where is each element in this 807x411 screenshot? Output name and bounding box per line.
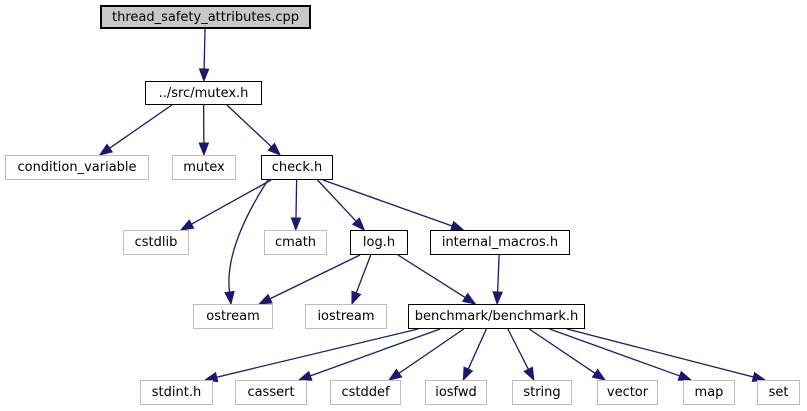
graph-node-stdint: stdint.h [140,380,213,405]
arrowhead-logh-ostream [258,293,273,305]
arrowhead-check-cmath [290,217,302,232]
arrowhead-mutexh-check [267,142,282,156]
edge-main-mutexh [198,28,210,83]
arrowhead-benchmark-vector [591,368,607,381]
arrowhead-logh-iostream [351,290,362,306]
edge-benchmark-cstddef [387,328,465,381]
edge-benchmark-cassert [297,328,441,381]
graph-node-benchmark[interactable]: benchmark/benchmark.h [408,304,585,329]
edge-intmacros-benchmark [492,254,503,306]
graph-node-cstddef: cstddef [330,380,401,405]
graph-node-logh[interactable]: log.h [350,230,408,255]
graph-node-cassert: cassert [235,380,307,405]
edge-check-ostream [224,179,269,306]
edge-benchmark-stdint [203,328,419,383]
edge-check-logh [317,179,366,232]
edge-benchmark-iosfwd [462,328,487,382]
graph-node-ostream: ostream [193,304,273,329]
graph-node-mutex: mutex [172,155,236,180]
arrowhead-mutexh-mutex [198,142,210,157]
arrowhead-check-intmacros [449,220,465,231]
arrowhead-check-logh [351,217,366,232]
edge-logh-iostream [351,254,372,306]
graph-node-intmacros[interactable]: internal_macros.h [430,230,570,255]
arrowhead-check-cstdlib [179,219,195,231]
graph-node-mutexh[interactable]: ../src/mutex.h [145,81,262,105]
arrowhead-main-mutexh [198,68,210,83]
edge-mutexh-mutex [198,104,210,157]
arrowhead-benchmark-map [677,370,693,381]
graph-node-main: thread_safety_attributes.cpp [100,5,311,29]
graph-node-iostream: iostream [305,304,387,329]
graph-node-iosfwd: iosfwd [425,380,487,405]
graph-node-cstdlib: cstdlib [123,230,189,255]
arrowhead-benchmark-string [523,366,535,382]
graph-node-set: set [757,380,800,405]
arrowhead-benchmark-cassert [297,370,313,381]
graph-node-vector: vector [597,380,658,405]
arrowhead-benchmark-cstddef [387,368,403,381]
graph-node-string: string [512,380,572,405]
arrowhead-benchmark-iosfwd [462,366,474,382]
graph-node-condvar: condition_variable [5,155,149,180]
edge-logh-benchmark [397,254,477,305]
arrowhead-mutexh-condvar [98,143,114,156]
edge-check-cmath [290,179,302,232]
arrowhead-intmacros-benchmark [492,291,503,306]
edge-benchmark-map [549,328,693,381]
arrowhead-check-ostream [224,290,235,306]
edge-benchmark-set [566,328,767,383]
edge-check-cstdlib [179,179,272,231]
graph-node-check[interactable]: check.h [261,155,333,180]
edge-check-intmacros [322,179,465,231]
edge-mutexh-condvar [98,104,173,156]
graph-node-cmath: cmath [264,230,327,255]
graph-node-map: map [683,380,735,405]
edge-mutexh-check [226,104,282,156]
edge-benchmark-string [507,328,535,382]
edge-logh-ostream [258,254,361,305]
arrowhead-logh-benchmark [461,292,477,305]
edge-benchmark-vector [528,328,607,381]
